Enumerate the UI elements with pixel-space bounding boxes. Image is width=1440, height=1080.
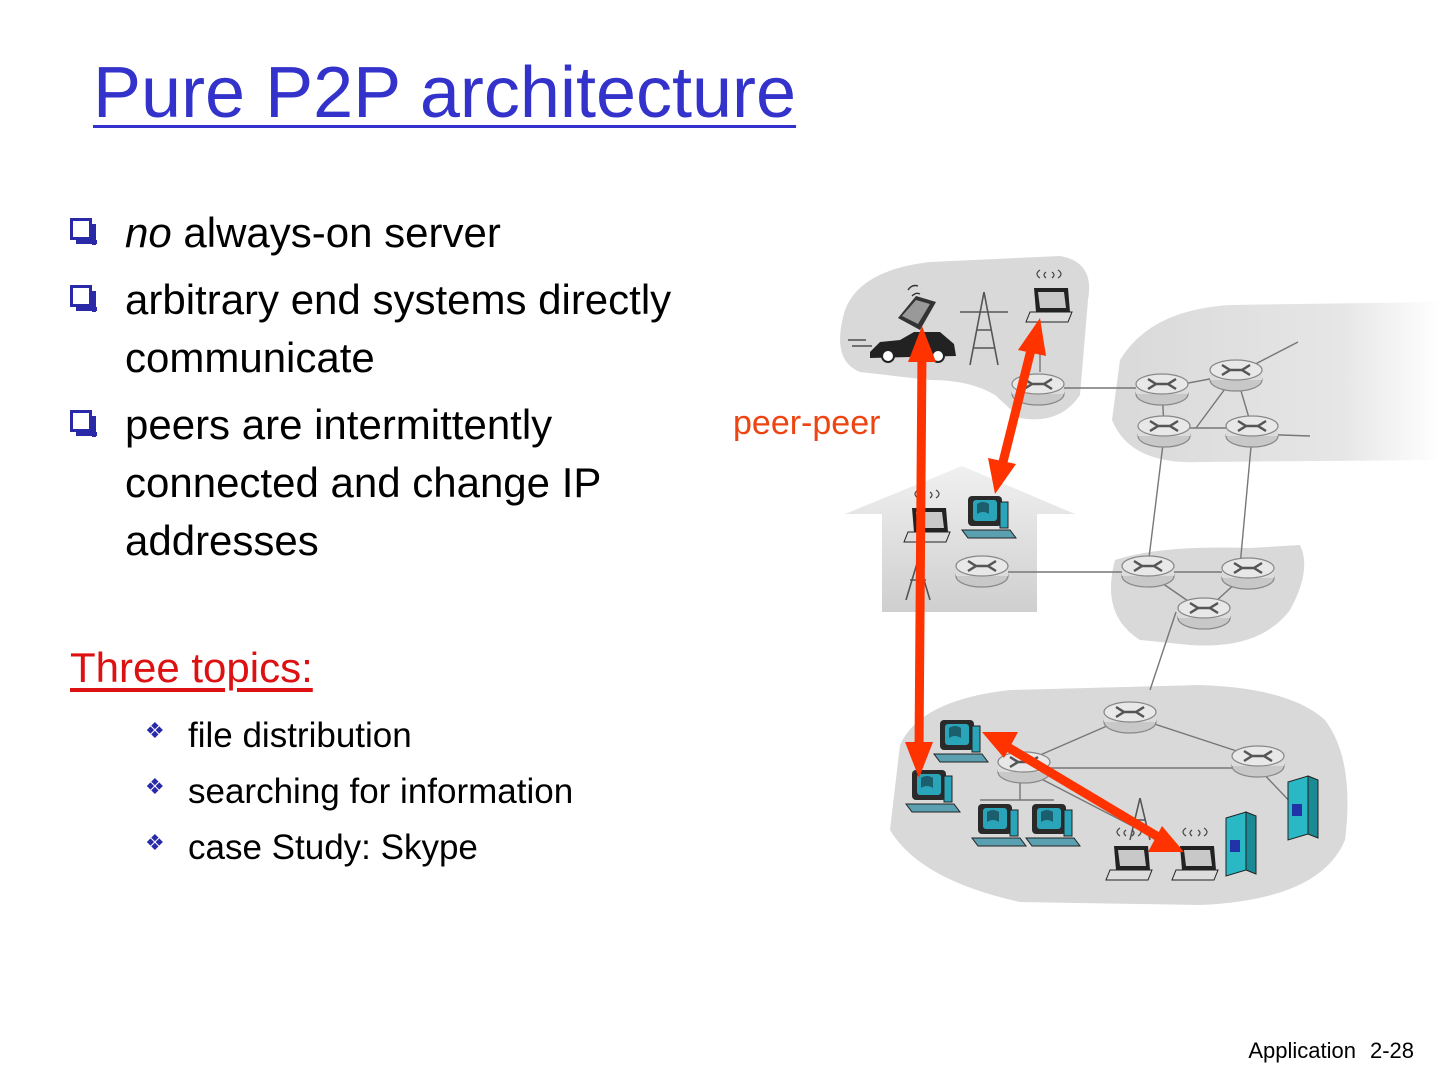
- router-icon: [1176, 596, 1232, 631]
- topic-item: ❖ searching for information: [145, 764, 573, 820]
- peer-arrow: [997, 341, 1037, 471]
- router-icon: [954, 554, 1010, 589]
- cell-phone-icon: [898, 284, 936, 330]
- car-icon: [848, 332, 956, 363]
- bullet-text: always-on server: [171, 209, 501, 256]
- router-icon: [1230, 744, 1286, 779]
- peer-arrow: [1001, 741, 1165, 843]
- desktop-computer-icon: [933, 719, 989, 763]
- slide-footer: Application 2-28: [1234, 1038, 1414, 1064]
- bullet-item: no always-on server: [70, 204, 710, 262]
- bullet-text: peers are intermittently connected and c…: [125, 401, 601, 564]
- footer-page-number: 2-28: [1369, 1038, 1414, 1063]
- bullet-item: peers are intermittently connected and c…: [70, 396, 710, 570]
- router-icon: [1136, 414, 1192, 449]
- topics-heading: Three topics:: [70, 644, 313, 691]
- diamond-bullet-icon: ❖: [145, 830, 165, 855]
- topic-text: file distribution: [188, 716, 412, 755]
- arrowhead-icon: [982, 732, 1018, 758]
- topic-text: searching for information: [188, 772, 574, 811]
- desktop-computer-icon: [1025, 803, 1081, 847]
- slide-title: Pure P2P architecture: [93, 53, 797, 133]
- square-bullet-icon: [70, 410, 97, 437]
- server-icon: [1287, 775, 1319, 841]
- arrowhead-icon: [1018, 318, 1046, 356]
- diamond-bullet-icon: ❖: [145, 774, 165, 799]
- bullet-item: arbitrary end systems directly communica…: [70, 271, 710, 387]
- topics-list: ❖ file distribution ❖ searching for inform…: [145, 708, 573, 876]
- router-icon: [1134, 372, 1190, 407]
- desktop-computer-icon: [905, 769, 961, 813]
- topic-item: ❖ file distribution: [145, 708, 573, 764]
- router-icon: [1220, 556, 1276, 591]
- topic-item: ❖ case Study: Skype: [145, 820, 573, 876]
- desktop-computer-icon: [971, 803, 1027, 847]
- router-icon: [1224, 414, 1280, 449]
- peer-arrow: [914, 347, 927, 755]
- arrowhead-icon: [905, 742, 933, 778]
- arrowhead-icon: [1148, 826, 1184, 852]
- diamond-bullet-icon: ❖: [145, 718, 165, 743]
- home-network-house: [845, 466, 1075, 612]
- router-icon: [1120, 554, 1176, 589]
- desktop-computer-icon: [961, 495, 1017, 539]
- topic-text: case Study: Skype: [188, 828, 478, 867]
- square-bullet-icon: [70, 218, 97, 245]
- peer-peer-label: peer-peer: [733, 404, 881, 442]
- square-bullet-icon: [70, 285, 97, 312]
- bullet-list: no always-on server arbitrary end system…: [70, 204, 710, 579]
- bullet-emphasis: no: [125, 209, 172, 256]
- arrowhead-icon: [988, 458, 1016, 494]
- router-icon: [1102, 700, 1158, 735]
- router-icon: [1208, 358, 1264, 393]
- peer-peer-arrows: [905, 318, 1184, 852]
- server-icon: [1225, 811, 1257, 877]
- isp-network-cloud: [1112, 302, 1440, 463]
- arrowhead-icon: [908, 326, 936, 362]
- bullet-text: arbitrary end systems directly communica…: [125, 276, 672, 381]
- footer-section: Application: [1248, 1038, 1356, 1063]
